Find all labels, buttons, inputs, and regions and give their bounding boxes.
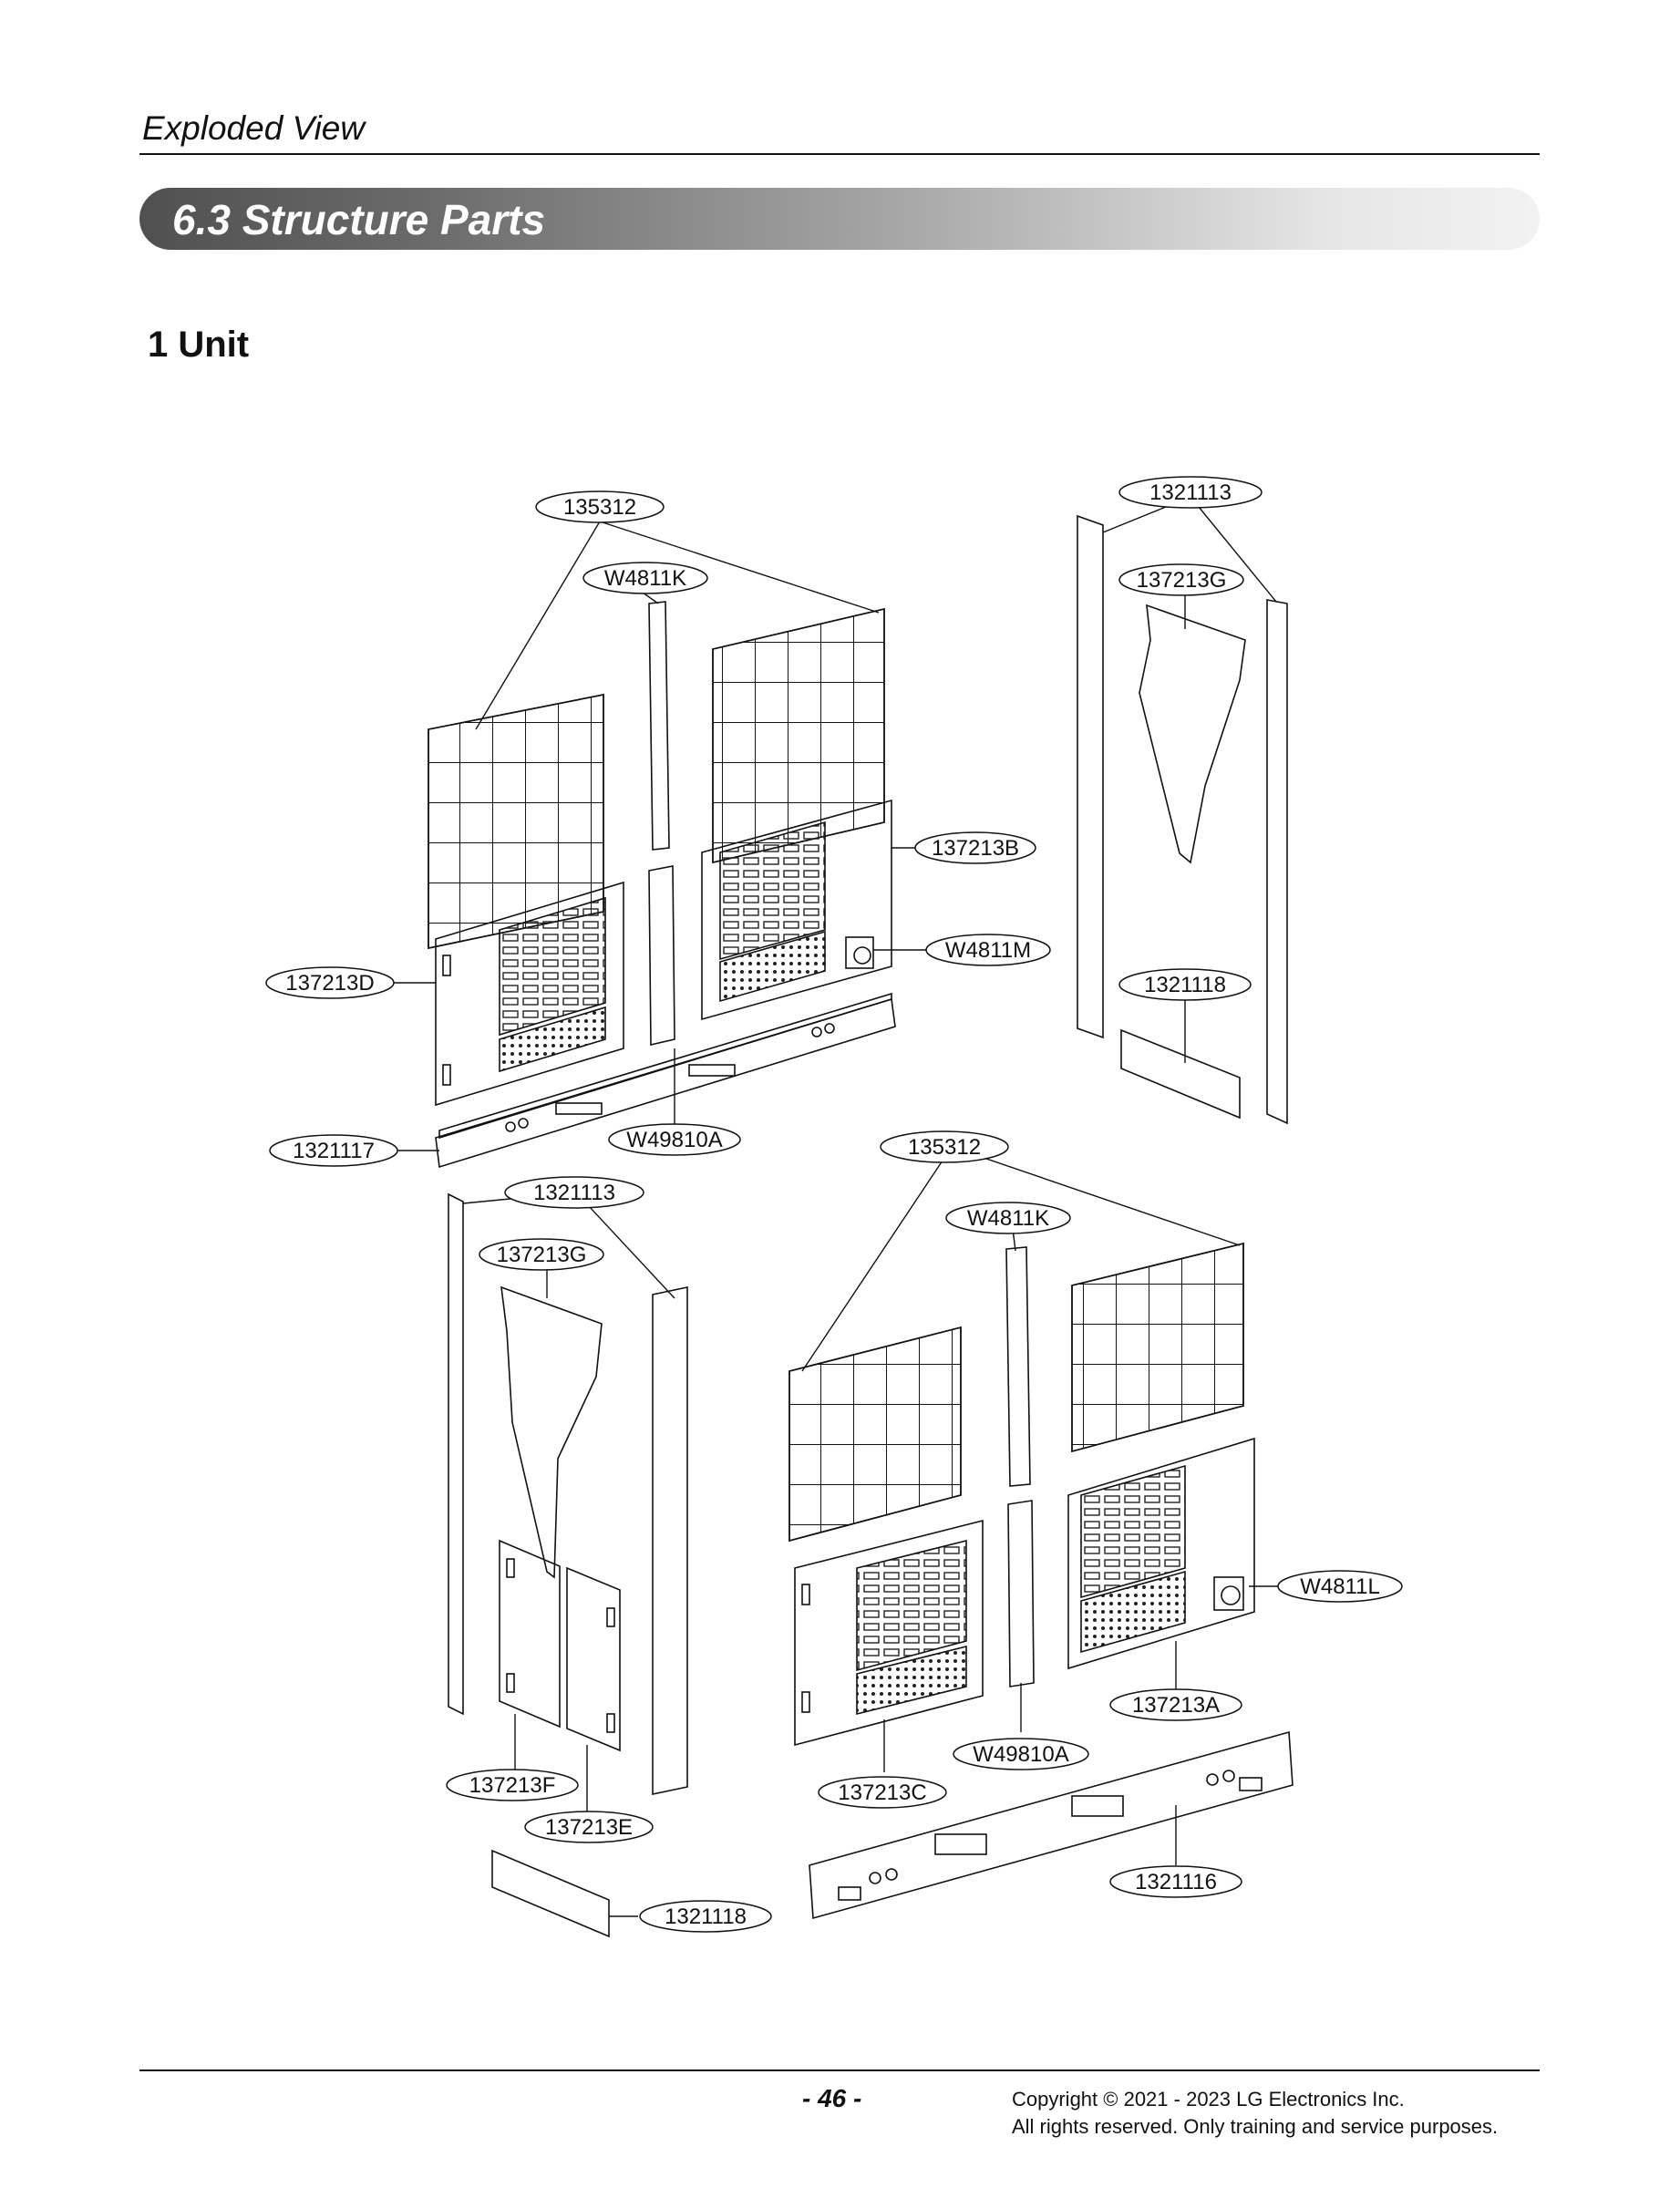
corner-post-top-left — [1077, 514, 1104, 1039]
bracket-1321118-bottom — [491, 1849, 610, 1938]
page-number: - 46 - — [802, 2084, 862, 2112]
callouts: 135312 1321113 W4811K 137213G 137213B W4… — [265, 476, 1403, 1933]
center-post-top — [648, 601, 670, 851]
callout-137213D: 137213D — [265, 966, 395, 999]
callout-137213E-label: 137213E — [545, 1815, 633, 1840]
callout-1321117-label: 1321117 — [293, 1139, 375, 1163]
callout-1321116: 1321116 — [1109, 1865, 1242, 1898]
section-banner: 6.3 Structure Parts — [139, 188, 1540, 250]
callout-137213E: 137213E — [524, 1811, 654, 1843]
callout-W4811K-top: W4811K — [582, 562, 708, 594]
header-divider — [139, 153, 1540, 155]
callout-137213C-label: 137213C — [838, 1780, 926, 1805]
callout-1321113-top-label: 1321113 — [1149, 480, 1232, 505]
grille-bottom-left — [788, 1326, 962, 1543]
callout-W4811L-label: W4811L — [1300, 1574, 1380, 1599]
panel-137213F — [499, 1539, 561, 1729]
callout-137213F-label: 137213F — [469, 1773, 556, 1798]
header-label: Exploded View — [142, 109, 366, 147]
callout-137213A-label: 137213A — [1132, 1693, 1220, 1718]
corner-post-top-right — [1266, 599, 1288, 1125]
callout-137213G-bottom-label: 137213G — [497, 1243, 587, 1267]
callout-W4811K-bottom: W4811K — [945, 1202, 1071, 1234]
callout-W4811M: W4811M — [925, 934, 1051, 966]
base-rail-1321116 — [809, 1730, 1293, 1920]
callout-W4811K-top-label: W4811K — [604, 566, 686, 591]
copyright-line-1: Copyright © 2021 - 2023 LG Electronics I… — [1012, 2088, 1405, 2111]
callout-1321116-label: 1321116 — [1135, 1870, 1217, 1894]
baffle-137213G-bottom — [500, 1285, 603, 1579]
callout-W4811L: W4811L — [1277, 1570, 1403, 1603]
callout-W4811K-bottom-label: W4811K — [967, 1206, 1049, 1231]
callout-135312-top: 135312 — [535, 490, 665, 523]
bracket-1321118-top — [1120, 1028, 1241, 1120]
callout-137213B: 137213B — [914, 831, 1036, 864]
callout-W49810A-bottom: W49810A — [953, 1738, 1089, 1770]
corner-post-bottom-left — [448, 1192, 464, 1716]
callout-135312-bottom: 135312 — [880, 1130, 1009, 1163]
panel-137213D — [435, 881, 624, 1107]
grille-top-right — [712, 607, 885, 864]
section-title: 6.3 Structure Parts — [172, 196, 546, 243]
callout-1321113-bottom-label: 1321113 — [533, 1181, 615, 1205]
callout-W4811M-label: W4811M — [945, 938, 1031, 963]
panel-137213A — [1067, 1437, 1255, 1670]
callout-W49810A-top-label: W49810A — [626, 1128, 722, 1152]
callout-1321118-top-label: 1321118 — [1144, 973, 1226, 997]
subsection-title: 1 Unit — [148, 325, 250, 365]
callout-137213D-label: 137213D — [285, 971, 374, 996]
grille-bottom-right — [1071, 1242, 1244, 1453]
footer-divider — [139, 2069, 1540, 2071]
callout-137213A: 137213A — [1109, 1688, 1242, 1721]
callout-137213G-top: 137213G — [1118, 563, 1244, 596]
callout-1321118-bottom: 1321118 — [639, 1900, 772, 1933]
callout-137213G-top-label: 137213G — [1137, 568, 1227, 593]
base-rail-1321117 — [435, 992, 896, 1169]
callout-135312-bottom-label: 135312 — [908, 1135, 981, 1160]
panel-137213E — [566, 1566, 621, 1752]
callout-135312-top-label: 135312 — [563, 495, 636, 520]
callout-137213G-bottom: 137213G — [479, 1238, 604, 1271]
callout-137213C: 137213C — [818, 1776, 947, 1809]
corner-post-bottom-right — [652, 1286, 688, 1795]
baffle-137213G-top — [1139, 604, 1246, 864]
callout-W49810A-bottom-label: W49810A — [973, 1742, 1068, 1767]
panel-137213C — [794, 1519, 984, 1747]
callout-137213F: 137213F — [446, 1769, 579, 1801]
callout-W49810A-top: W49810A — [608, 1123, 741, 1156]
panel-137213B — [701, 799, 892, 1021]
divider-post-top — [648, 865, 675, 1047]
copyright-notice: Copyright © 2021 - 2023 LG Electronics I… — [1012, 2086, 1498, 2141]
callout-1321113-top: 1321113 — [1118, 476, 1263, 509]
callout-1321117: 1321117 — [269, 1134, 398, 1167]
callout-1321113-bottom: 1321113 — [504, 1176, 644, 1209]
callout-1321118-bottom-label: 1321118 — [665, 1904, 747, 1929]
copyright-line-2: All rights reserved. Only training and s… — [1012, 2115, 1499, 2138]
divider-post-bottom — [1007, 1500, 1035, 1687]
callout-1321118-top: 1321118 — [1118, 968, 1252, 1001]
callout-137213B-label: 137213B — [932, 836, 1019, 861]
center-post-bottom — [1005, 1246, 1031, 1487]
